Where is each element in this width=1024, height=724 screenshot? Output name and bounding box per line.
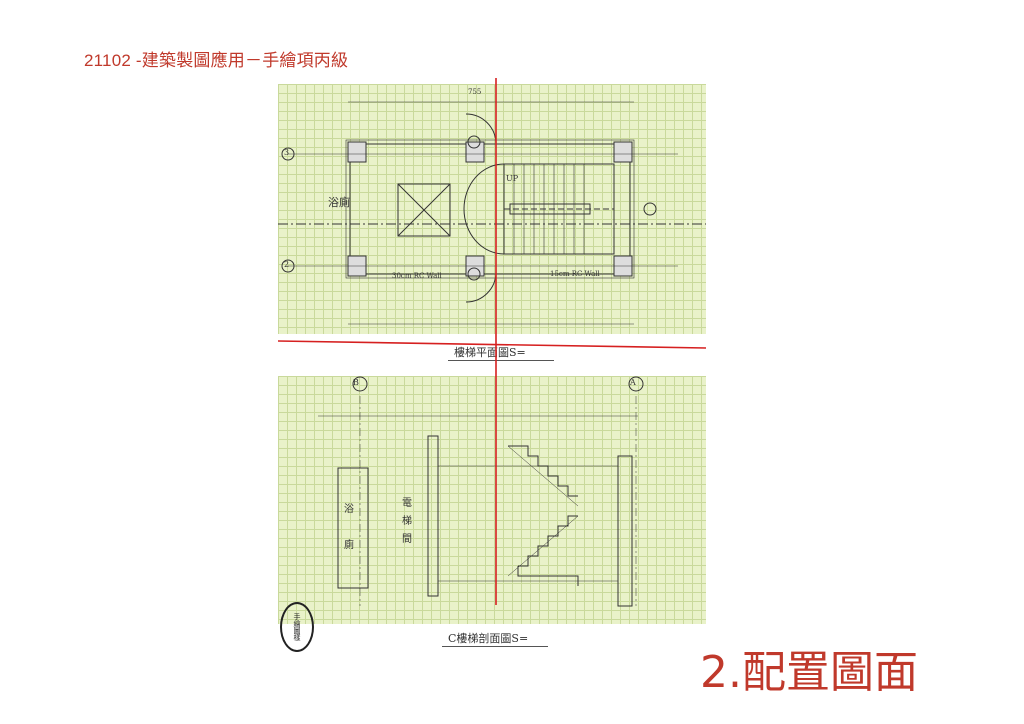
slide-heading: 2.配置圖面 bbox=[700, 647, 918, 698]
section-label-elev-2: 梯 bbox=[402, 516, 412, 527]
section-linework bbox=[318, 376, 644, 607]
plan-grid-label-3: 3 bbox=[284, 148, 290, 157]
section-label-bath-2: 廁 bbox=[344, 540, 354, 551]
section-grid-label-a: A bbox=[630, 378, 636, 387]
section-label-bath-1: 浴 bbox=[344, 504, 354, 515]
page-header: 21102 -建築製圖應用－手繪項丙級 bbox=[84, 51, 349, 70]
section-grid-background bbox=[278, 376, 706, 624]
plan-grid-background bbox=[278, 84, 706, 334]
plan-caption-underline bbox=[448, 360, 554, 361]
plan-caption: 樓梯平面圖S= bbox=[454, 346, 526, 359]
plan-linework bbox=[278, 101, 706, 325]
section-label-elev-1: 電 bbox=[402, 498, 412, 509]
plan-wall-label-2: 15cm RC Wall bbox=[550, 270, 600, 278]
section-grid-label-b: B bbox=[353, 378, 359, 387]
stair-section-drawing: B A 浴 廁 電 梯 間 bbox=[278, 376, 706, 624]
stair-plan-drawing: 浴廁 UP 30cm RC Wall 15cm RC Wall 755 3 2 bbox=[278, 84, 706, 334]
section-caption: C樓梯剖面圖S= bbox=[448, 632, 529, 645]
section-label-elev-3: 間 bbox=[402, 534, 412, 545]
section-caption-underline bbox=[442, 646, 548, 647]
plan-dim-total: 755 bbox=[468, 88, 482, 96]
plan-wall-label-1: 30cm RC Wall bbox=[392, 272, 442, 280]
plan-grid-label-2: 2 bbox=[284, 260, 290, 269]
plan-up-label: UP bbox=[506, 174, 519, 183]
plan-room-label: 浴廁 bbox=[328, 196, 350, 209]
hand-drawn-stamp: 手繪圖樣 bbox=[280, 602, 314, 652]
